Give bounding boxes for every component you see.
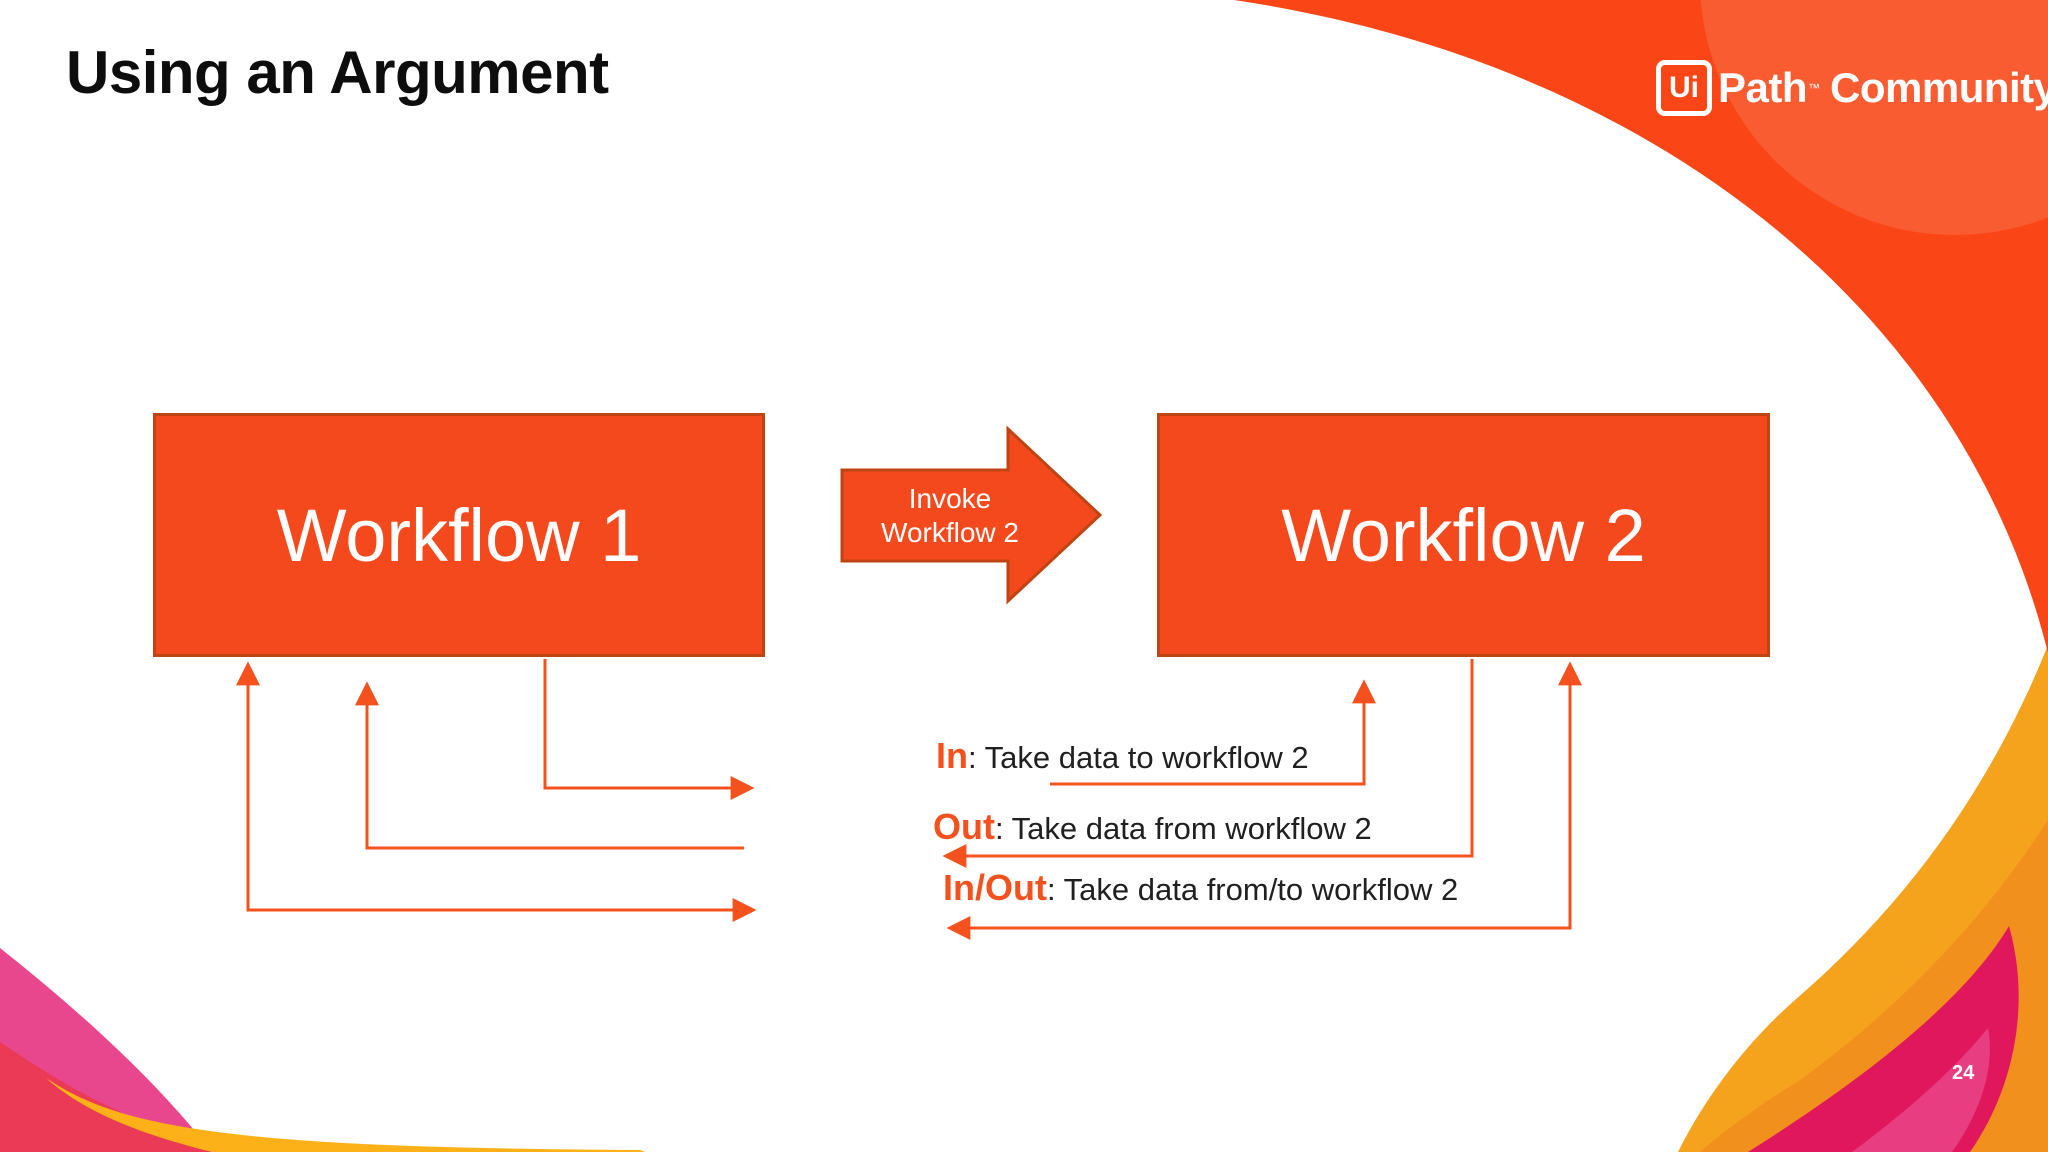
workflow2-box: Workflow 2 (1157, 413, 1770, 657)
out-arrow-left (355, 681, 744, 850)
corner-shape-bottom-left-red (0, 1042, 232, 1152)
uipath-community-logo: Ui Path ™ Community (1656, 60, 2048, 116)
corner-shape-top-right-orange (1234, 0, 2048, 653)
legend-inout-row: In/Out : Take data from/to workflow 2 (943, 867, 1458, 909)
invoke-label-line2: Workflow 2 (881, 516, 1019, 548)
logo-brand-text: Path (1718, 64, 1808, 111)
page-number: 24 (1952, 1062, 1975, 1084)
inout-arrow-left (236, 661, 757, 922)
legend-out-description: : Take data from workflow 2 (994, 811, 1372, 846)
legend-in-keyword: In (936, 735, 968, 776)
uipath-logo-icon: Ui (1656, 60, 1712, 116)
workflow2-label: Workflow 2 (1281, 493, 1646, 577)
legend-in-row: In : Take data to workflow 2 (936, 735, 1309, 777)
logo-mark-text: Ui (1669, 71, 1699, 104)
logo-trademark: ™ (1808, 81, 1821, 95)
in-arrow-left (543, 659, 755, 800)
inout-arrow-right (946, 661, 1582, 940)
invoke-block-arrow (840, 425, 1103, 605)
corner-highlight-circle (1700, 0, 2048, 235)
invoke-arrow-label: Invoke Workflow 2 (842, 470, 1058, 561)
corner-shape-bottom-left-yellow (46, 1078, 645, 1152)
legend-inout-keyword: In/Out (943, 867, 1047, 908)
corner-shape-bottom-right-pink-sliver (1852, 1028, 1990, 1152)
legend-inout-description: : Take data from/to workflow 2 (1046, 872, 1459, 907)
legend-in-description: : Take data to workflow 2 (968, 740, 1309, 775)
workflow1-label: Workflow 1 (276, 493, 642, 577)
workflow1-box: Workflow 1 (153, 413, 765, 657)
logo-community-text: Community (1830, 64, 2048, 111)
slide-title: Using an Argument (66, 39, 609, 106)
legend-out-row: Out : Take data from workflow 2 (933, 806, 1372, 848)
invoke-label-line1: Invoke (908, 482, 992, 514)
legend-out-keyword: Out (933, 806, 995, 847)
